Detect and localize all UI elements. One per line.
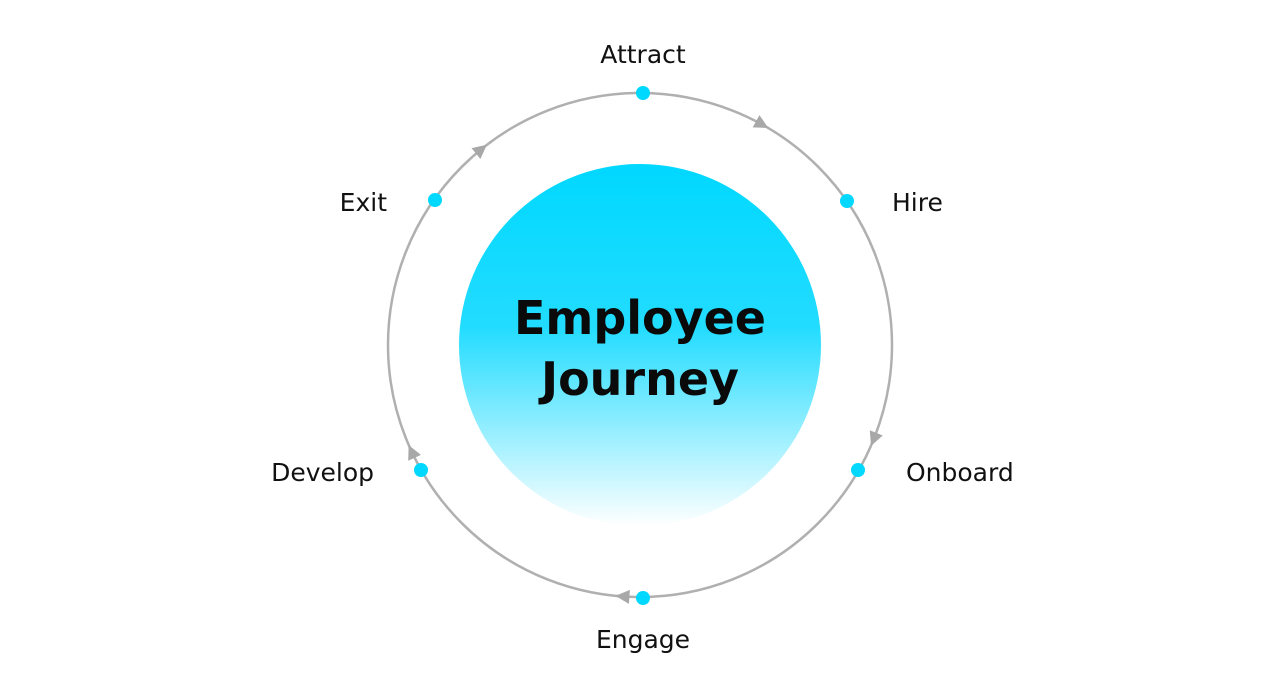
stage-label-engage: Engage — [596, 625, 690, 654]
arrow-head-2 — [869, 430, 883, 446]
center-circle — [459, 164, 821, 526]
stage-label-hire: Hire — [892, 188, 943, 217]
stage-label-exit: Exit — [340, 188, 388, 217]
stage-node-onboard — [851, 463, 865, 477]
stage-node-develop — [414, 463, 428, 477]
stage-label-onboard: Onboard — [906, 458, 1014, 487]
stage-label-attract: Attract — [600, 40, 686, 69]
stage-node-attract — [636, 86, 650, 100]
arrow-head-5 — [471, 144, 487, 160]
center-title-line-2: Journey — [538, 352, 739, 406]
stage-node-engage — [636, 591, 650, 605]
direction-arrows — [408, 115, 883, 604]
stage-node-exit — [428, 193, 442, 207]
arrow-head-4 — [408, 445, 421, 461]
arrow-head-3 — [615, 589, 630, 604]
center-title-line-1: Employee — [514, 291, 766, 345]
stage-node-hire — [840, 194, 854, 208]
stage-label-develop: Develop — [271, 458, 374, 487]
arrow-head-1 — [752, 115, 769, 128]
